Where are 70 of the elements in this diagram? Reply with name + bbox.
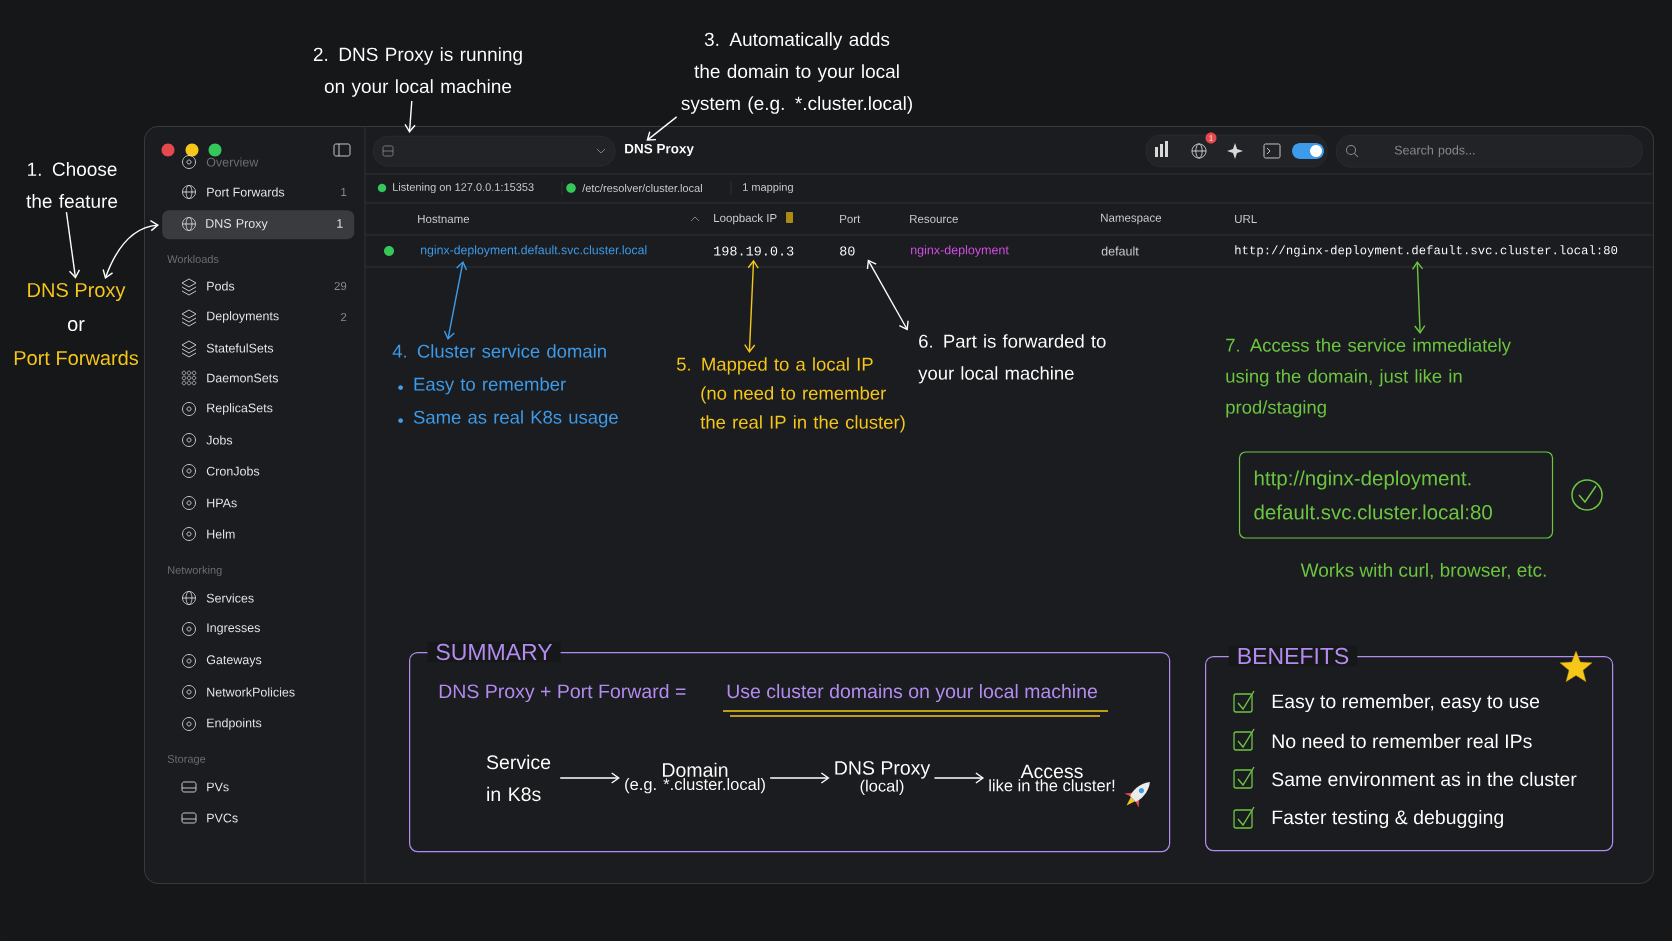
column-header: Resource <box>910 215 958 223</box>
section-heading: Storage <box>167 755 206 765</box>
section-heading: Networking <box>168 565 222 577</box>
column-header: Port <box>840 215 861 223</box>
sidebar-item: Deployments <box>207 311 279 323</box>
column-header: Namespace <box>1101 213 1162 225</box>
dropdown <box>373 136 616 167</box>
flow-step: DNS Proxy (local) <box>835 761 931 795</box>
arrow <box>646 116 678 141</box>
flow-step: Domain (e.g. *.cluster.local) <box>625 762 765 794</box>
status-text: 1 mapping <box>743 182 793 194</box>
arrow <box>1411 260 1426 334</box>
arrow <box>559 772 620 784</box>
sidebar-item: Services <box>206 593 254 603</box>
arrow <box>404 100 416 133</box>
arrow <box>769 772 830 784</box>
sidebar-item: ReplicaSets <box>207 403 273 415</box>
annotation-text: 4. Cluster service domain Easy to remember Same as real K8s usage <box>392 344 618 428</box>
table-cell: default <box>1101 246 1139 256</box>
column-header: Loopback IP <box>714 213 777 225</box>
annotation-text: 2. DNS Proxy is running on your local machine <box>313 47 522 97</box>
sidebar-item: DaemonSets <box>207 373 278 383</box>
sidebar-item: Ingresses <box>207 623 260 635</box>
table-cell: http://nginx-deployment.default.svc.cluster.local:80 <box>1235 245 1618 257</box>
notification-badge: 1 <box>1205 132 1217 144</box>
annotation-text: 7. Access the service immediately using the domain, just like in prod/staging <box>1226 338 1511 418</box>
flow-step: Access like in the cluster! <box>989 764 1115 792</box>
sidebar-item: Endpoints <box>207 718 262 730</box>
sidebar-item: DNS Proxy 1 <box>162 210 355 240</box>
status-text: /etc/resolver/cluster.local <box>582 183 702 193</box>
sidebar-item: HPAs <box>207 498 237 508</box>
sidebar-item: PVs <box>207 782 229 792</box>
arrow <box>102 220 159 279</box>
sidebar-item: PVCs <box>207 813 238 823</box>
item-count: 1 <box>341 188 347 196</box>
arrow <box>744 259 759 353</box>
sidebar-item: Gateways <box>206 655 262 667</box>
column-header: Hostname <box>418 215 470 223</box>
table-cell: nginx-deployment <box>911 245 1009 257</box>
item-count: 2 <box>341 313 347 321</box>
arrow <box>866 259 909 331</box>
section-heading: Workloads <box>167 254 219 264</box>
table-cell: 198.19.0.3 <box>714 246 794 256</box>
arrow <box>65 211 81 279</box>
item-count: 29 <box>334 281 347 291</box>
annotation-text: DNS Proxy or Port Forwards <box>14 282 139 366</box>
sidebar-item: CronJobs <box>206 466 260 476</box>
status-text: Listening on 127.0.0.1:15353 <box>393 182 534 194</box>
arrow <box>933 772 985 784</box>
annotation-text: 6. Part is forwarded to your local machine <box>918 334 1106 384</box>
table-cell: nginx-deployment.default.svc.cluster.local <box>421 245 647 257</box>
annotation-text: 5. Mapped to a local IP (no need to remember the real IP in the cluster) <box>676 357 905 433</box>
table-cell: 80 <box>840 246 855 256</box>
column-header: URL <box>1235 215 1257 223</box>
sidebar-item: Jobs <box>206 435 233 445</box>
flow-step: Service in K8s <box>486 754 551 802</box>
app-window <box>144 126 1654 884</box>
sidebar-item: Overview <box>206 157 259 167</box>
annotation-text: 1. Choose the feature <box>26 162 118 208</box>
note-text: Works with curl, browser, etc. <box>1300 562 1546 580</box>
sidebar-item: NetworkPolicies <box>207 687 295 697</box>
sidebar-item: Pods <box>207 281 235 291</box>
sidebar-item: Port Forwards <box>207 187 285 197</box>
page-title: DNS Proxy <box>625 143 694 157</box>
annotation-text: 3. Automatically adds the domain to your local system (e.g. *.cluster.local) <box>681 32 912 114</box>
url-box: http://nginx-deployment. default.svc.cluster.local:80 <box>1238 451 1554 539</box>
arrow <box>443 260 468 341</box>
sidebar-item: StatefulSets <box>206 343 274 353</box>
search-field: Search pods... <box>1336 135 1643 168</box>
sidebar-item: Helm <box>207 529 235 539</box>
